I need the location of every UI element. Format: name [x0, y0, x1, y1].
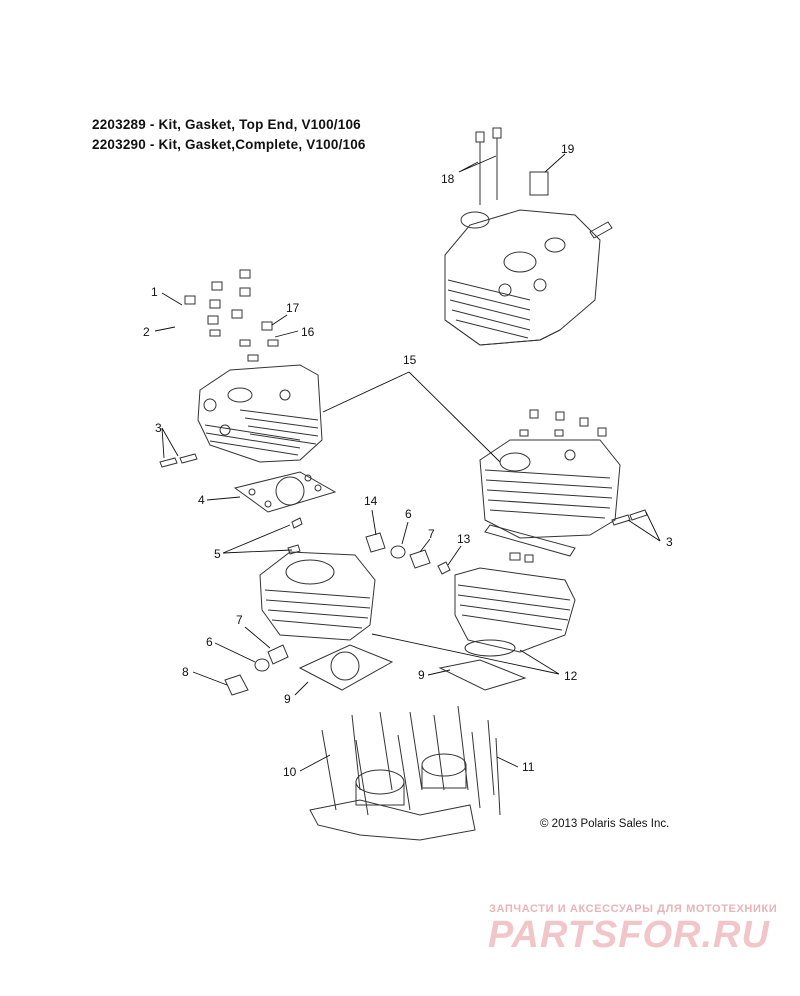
front-cylinder	[259, 551, 376, 641]
rear-cylinder	[454, 552, 576, 657]
leader-lines	[154, 153, 661, 772]
callout-17: 17	[286, 301, 300, 315]
callout-16: 16	[301, 325, 315, 339]
callout-10: 10	[283, 765, 297, 779]
callout-11: 11	[522, 760, 535, 774]
callout-15: 15	[403, 353, 417, 367]
callout-6-bottom: 6	[206, 635, 213, 649]
callout-12: 12	[564, 669, 578, 683]
rear-cylinder-head-top	[444, 127, 613, 346]
kit-title-top-end: 2203289 - Kit, Gasket, Top End, V100/106	[92, 117, 361, 132]
callout-7-bottom: 7	[236, 613, 243, 627]
callout-9-bottom: 9	[284, 692, 291, 706]
callout-14: 14	[364, 494, 378, 508]
kit-title-complete: 2203290 - Kit, Gasket,Complete, V100/106	[92, 137, 366, 152]
callout-19: 19	[561, 142, 575, 156]
callout-1: 1	[151, 285, 158, 299]
pushrods-and-pistons	[309, 705, 501, 841]
callout-3-left: 3	[155, 421, 162, 435]
callout-5: 5	[214, 547, 221, 561]
callout-6-top: 6	[405, 507, 412, 521]
watermark-tagline: ЗАПЧАСТИ И АКСЕССУАРЫ ДЛЯ МОТОТЕХНИКИ	[489, 903, 778, 915]
oil-fittings	[224, 532, 451, 696]
base-gaskets	[298, 644, 527, 691]
callout-2: 2	[143, 325, 150, 339]
callout-3-right: 3	[666, 535, 673, 549]
callout-18: 18	[441, 172, 455, 186]
callout-4: 4	[198, 493, 205, 507]
head-gasket-front	[233, 471, 337, 555]
callout-7-top: 7	[428, 527, 435, 541]
front-cylinder-head	[159, 269, 323, 468]
callout-8: 8	[182, 665, 189, 679]
callout-9-right: 9	[418, 668, 425, 682]
rear-cylinder-head	[479, 409, 648, 557]
callout-13: 13	[457, 532, 471, 546]
callout-labels: 1 2 3 3 4 5 6 6 7 7 8 9 9 10 11 12 13 14…	[143, 142, 673, 779]
copyright-notice: © 2013 Polaris Sales Inc.	[540, 818, 670, 830]
watermark-brand: PARTSFOR.RU	[488, 914, 770, 956]
